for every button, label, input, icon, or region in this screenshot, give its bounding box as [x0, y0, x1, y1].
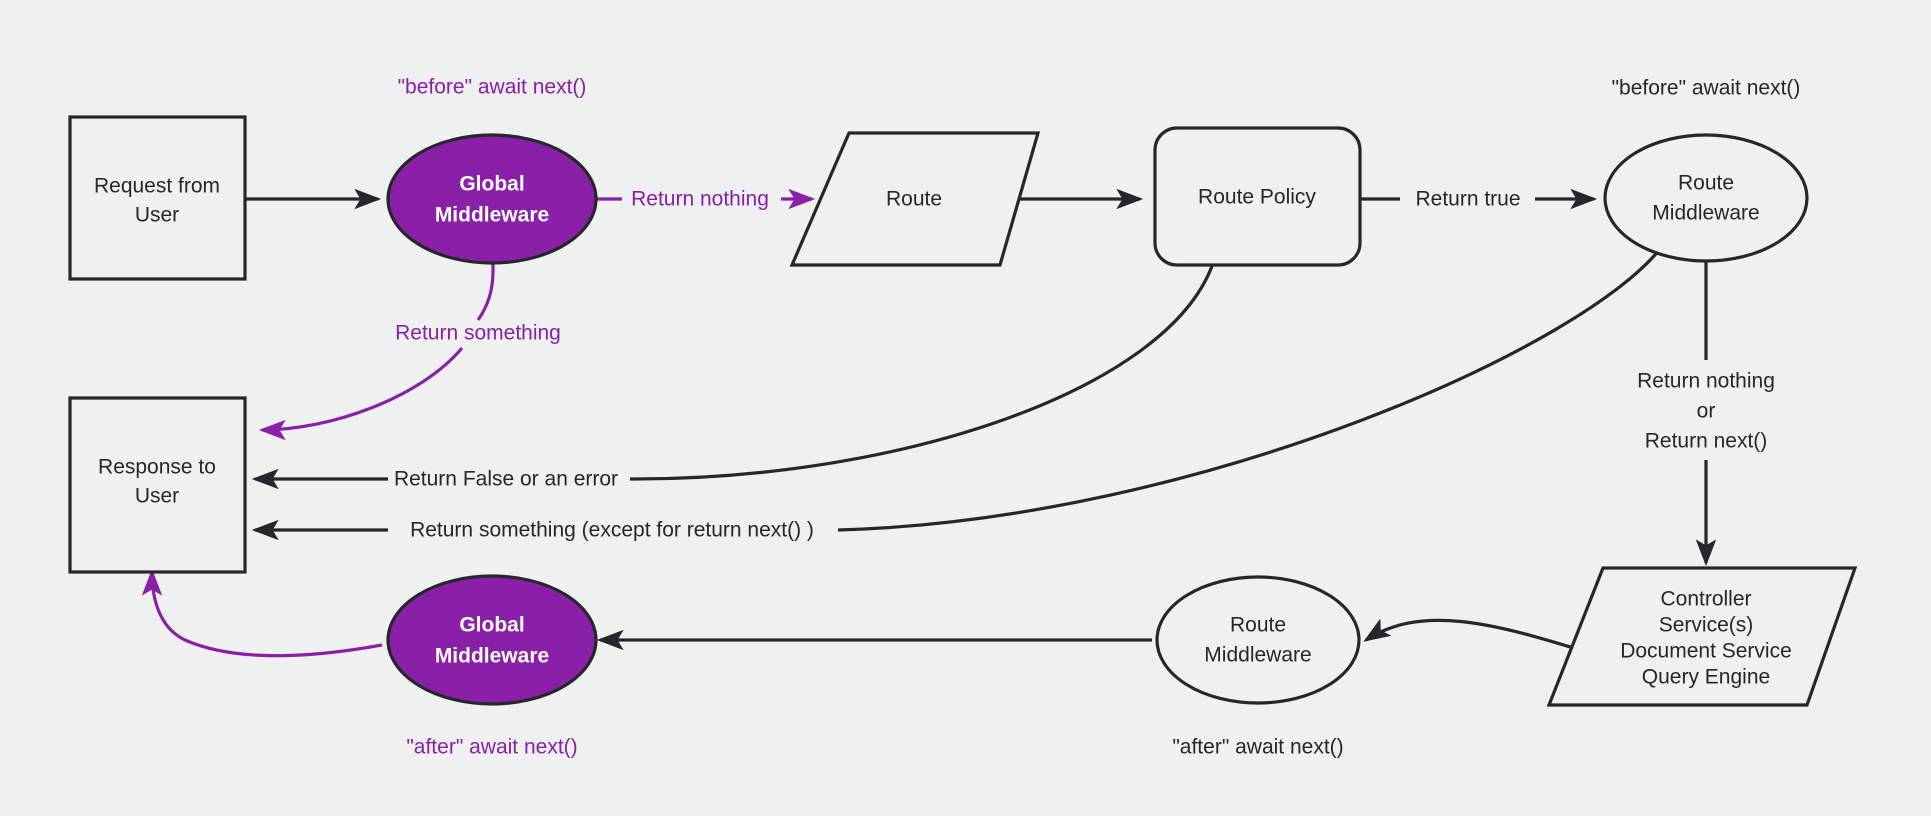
- node-route[interactable]: Route: [789, 131, 1041, 267]
- edge-global-middleware-to-route: Return nothing: [596, 188, 816, 211]
- route-label: Route: [886, 188, 942, 211]
- edge-controller-to-route-middleware-after: [1363, 618, 1581, 652]
- edge-label-return-false-or-error: Return False or an error: [394, 468, 618, 491]
- edge-label-return-true: Return true: [1415, 188, 1520, 211]
- route-middleware-after-shape: [1155, 575, 1361, 705]
- request-label-line2: User: [135, 204, 179, 227]
- annotation-after-await-next-route: "after" await next(): [1172, 736, 1343, 759]
- global-middleware-after-label-line1: Global: [459, 614, 524, 637]
- response-label-line1: Response to: [98, 456, 216, 479]
- edge-label-return-something-except: Return something (except for return next…: [410, 519, 814, 542]
- route-middleware-before-label-line2: Middleware: [1652, 202, 1759, 225]
- route-middleware-before-shape: [1603, 133, 1809, 263]
- node-controller-services[interactable]: Controller Service(s) Document Service Q…: [1546, 566, 1858, 707]
- edge-global-middleware-after-to-response: [141, 568, 383, 658]
- node-global-middleware-after[interactable]: Global Middleware: [386, 574, 598, 706]
- node-request-from-user[interactable]: Request from User: [68, 115, 247, 281]
- node-route-middleware-before[interactable]: Route Middleware: [1603, 133, 1809, 263]
- controller-parallelogram-shape: [1546, 566, 1858, 707]
- edge-route-middleware-to-controller: Return nothing or Return next(): [1637, 251, 1775, 567]
- route-middleware-before-label-line1: Route: [1678, 172, 1734, 195]
- route-middleware-after-label-line2: Middleware: [1204, 644, 1311, 667]
- controller-label-line3: Document Service: [1620, 640, 1792, 663]
- edge-label-return-nothing: Return nothing: [631, 188, 769, 211]
- annotation-before-await-next-route: "before" await next(): [1612, 77, 1801, 100]
- route-parallelogram-shape: [789, 131, 1041, 267]
- edge-label-or-line2: or: [1697, 400, 1716, 423]
- edge-route-policy-to-route-middleware: Return true: [1360, 188, 1598, 211]
- global-middleware-after-shape: [386, 574, 598, 706]
- edge-label-return-next-line3: Return next(): [1645, 430, 1768, 453]
- annotation-after-await-next-global: "after" await next(): [406, 736, 577, 759]
- global-middleware-before-label-line1: Global: [459, 173, 524, 196]
- response-label-line2: User: [135, 485, 179, 508]
- node-route-middleware-after[interactable]: Route Middleware: [1155, 575, 1361, 705]
- route-middleware-after-label-line1: Route: [1230, 614, 1286, 637]
- controller-label-line2: Service(s): [1659, 614, 1754, 637]
- edge-global-middleware-to-response: Return something: [258, 249, 561, 441]
- annotation-before-await-next-global: "before" await next(): [398, 76, 587, 99]
- response-box-shape: [68, 396, 247, 574]
- edge-route-policy-to-response: Return False or an error: [251, 265, 1214, 491]
- edge-label-return-something: Return something: [395, 322, 561, 345]
- request-label-line1: Request from: [94, 175, 220, 198]
- request-box-shape: [68, 115, 247, 281]
- controller-label-line4: Query Engine: [1642, 666, 1770, 689]
- node-response-to-user[interactable]: Response to User: [68, 396, 247, 574]
- edge-route-middleware-to-response: Return something (except for return next…: [251, 244, 1665, 542]
- global-middleware-after-label-line2: Middleware: [435, 645, 549, 668]
- node-route-policy[interactable]: Route Policy: [1153, 126, 1362, 267]
- node-global-middleware-before[interactable]: Global Middleware: [386, 133, 598, 265]
- global-middleware-before-shape: [386, 133, 598, 265]
- route-policy-shape: [1153, 126, 1362, 267]
- edge-label-return-nothing-line1: Return nothing: [1637, 370, 1775, 393]
- controller-label-line1: Controller: [1660, 588, 1751, 611]
- route-policy-label: Route Policy: [1198, 186, 1316, 209]
- global-middleware-before-label-line2: Middleware: [435, 204, 549, 227]
